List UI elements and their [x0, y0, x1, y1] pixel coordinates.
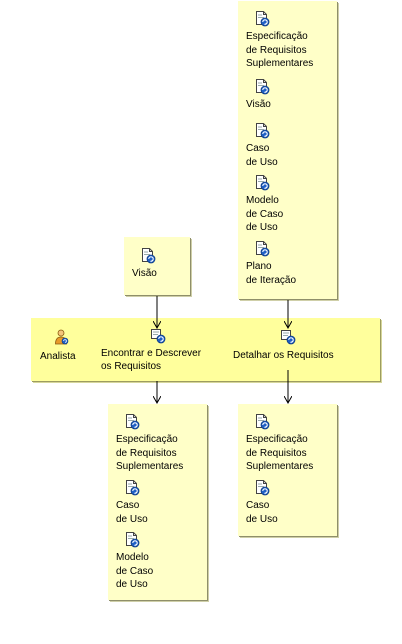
- artifact-label: Plano de Iteração: [246, 261, 297, 286]
- input-artifacts-top: Especificação de Requisitos Suplementare…: [238, 1, 337, 299]
- artifact-label: Modelo de Caso de Uso: [116, 552, 154, 590]
- artifact-label: Visão: [246, 99, 271, 110]
- artifact-label: Caso de Uso: [246, 143, 278, 168]
- artifact-label: Caso de Uso: [116, 500, 148, 525]
- artifact-label: Caso de Uso: [246, 500, 278, 525]
- task-label: Detalhar os Requisitos: [233, 350, 334, 361]
- artifact-plano-iteracao[interactable]: Plano de Iteração: [246, 241, 296, 287]
- artifact-caso-de-uso[interactable]: Caso de Uso: [246, 123, 278, 169]
- artifact-especificacao-requisitos[interactable]: Especificação de Requisitos Suplementare…: [116, 414, 183, 474]
- artifact-especificacao-requisitos[interactable]: Especificação de Requisitos Suplementare…: [246, 11, 313, 71]
- output-artifacts-right: Especificação de Requisitos Suplementare…: [238, 404, 337, 536]
- output-artifacts-left: Especificação de Requisitos Suplementare…: [108, 404, 207, 600]
- artifact-caso-de-uso[interactable]: Caso de Uso: [116, 480, 148, 526]
- artifact-label: Visão: [132, 268, 157, 279]
- input-artifacts-left: Visão: [124, 237, 190, 295]
- artifact-label: Especificação de Requisitos Suplementare…: [116, 434, 184, 472]
- artifact-caso-de-uso[interactable]: Caso de Uso: [246, 480, 278, 526]
- artifact-especificacao-requisitos[interactable]: Especificação de Requisitos Suplementare…: [246, 414, 313, 474]
- artifact-visao[interactable]: Visão: [132, 248, 157, 281]
- role-label: Analista: [40, 351, 76, 362]
- artifact-label: Modelo de Caso de Uso: [246, 195, 284, 233]
- task-encontrar-descrever-requisitos[interactable]: Encontrar e Descrever os Requisitos: [101, 326, 221, 376]
- artifact-label: Especificação de Requisitos Suplementare…: [246, 434, 314, 472]
- artifact-modelo-caso-de-uso[interactable]: Modelo de Caso de Uso: [116, 532, 153, 592]
- artifact-visao[interactable]: Visão: [246, 79, 271, 112]
- task-label: Encontrar e Descrever os Requisitos: [101, 348, 202, 372]
- artifact-modelo-caso-de-uso[interactable]: Modelo de Caso de Uso: [246, 175, 283, 235]
- artifact-label: Especificação de Requisitos Suplementare…: [246, 31, 314, 69]
- task-detalhar-requisitos[interactable]: Detalhar os Requisitos: [231, 326, 351, 376]
- swimlane-analista: Analista Encontrar e Descrever os Requis…: [31, 318, 380, 381]
